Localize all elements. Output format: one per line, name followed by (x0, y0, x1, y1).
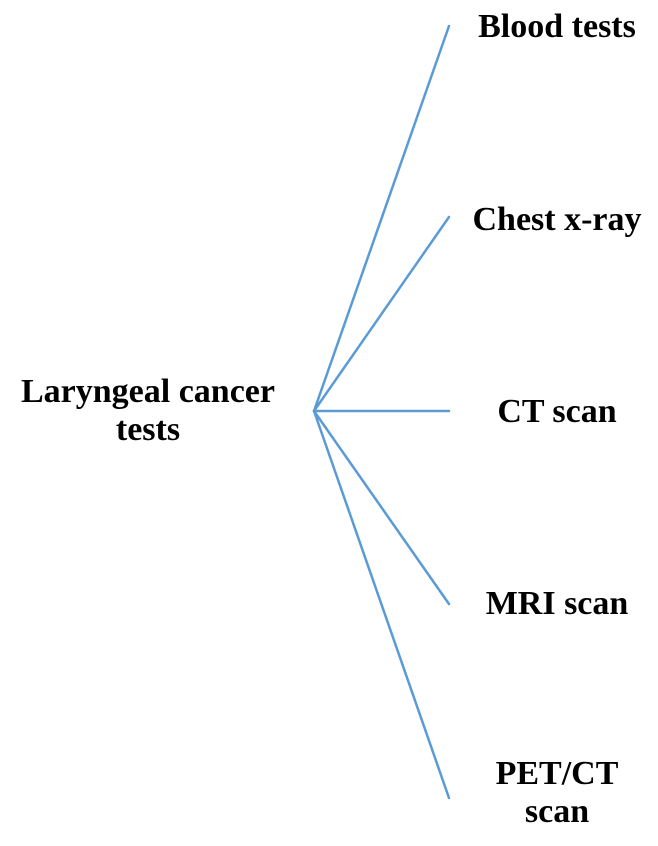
leaf-node-blood-tests: Blood tests (452, 8, 658, 46)
root-label-line-1: Laryngeal cancer (21, 373, 275, 410)
leaf-label-line-1: PET/CT (495, 755, 619, 792)
leaf-label-line: Blood tests (478, 8, 636, 45)
leaf-node-pet-ct-scan: PET/CT scan (452, 755, 658, 831)
leaf-node-chest-x-ray: Chest x-ray (452, 201, 658, 239)
root-label-line-2: tests (115, 411, 181, 448)
connector-line-chest-x-ray (312, 215, 451, 413)
leaf-node-mri-scan: MRI scan (452, 585, 658, 623)
leaf-label-line-2: scan (524, 793, 590, 830)
leaf-label-line: CT scan (497, 393, 617, 430)
connector-line-pet-ct-scan (312, 409, 451, 800)
connector-lines (312, 24, 451, 800)
root-node-label: Laryngeal cancer tests (0, 373, 296, 449)
leaf-label-line: Chest x-ray (472, 201, 642, 238)
connector-line-mri-scan (312, 409, 451, 606)
connector-line-blood-tests (312, 24, 451, 413)
leaf-label-line: MRI scan (485, 585, 629, 622)
leaf-node-ct-scan: CT scan (452, 393, 658, 431)
